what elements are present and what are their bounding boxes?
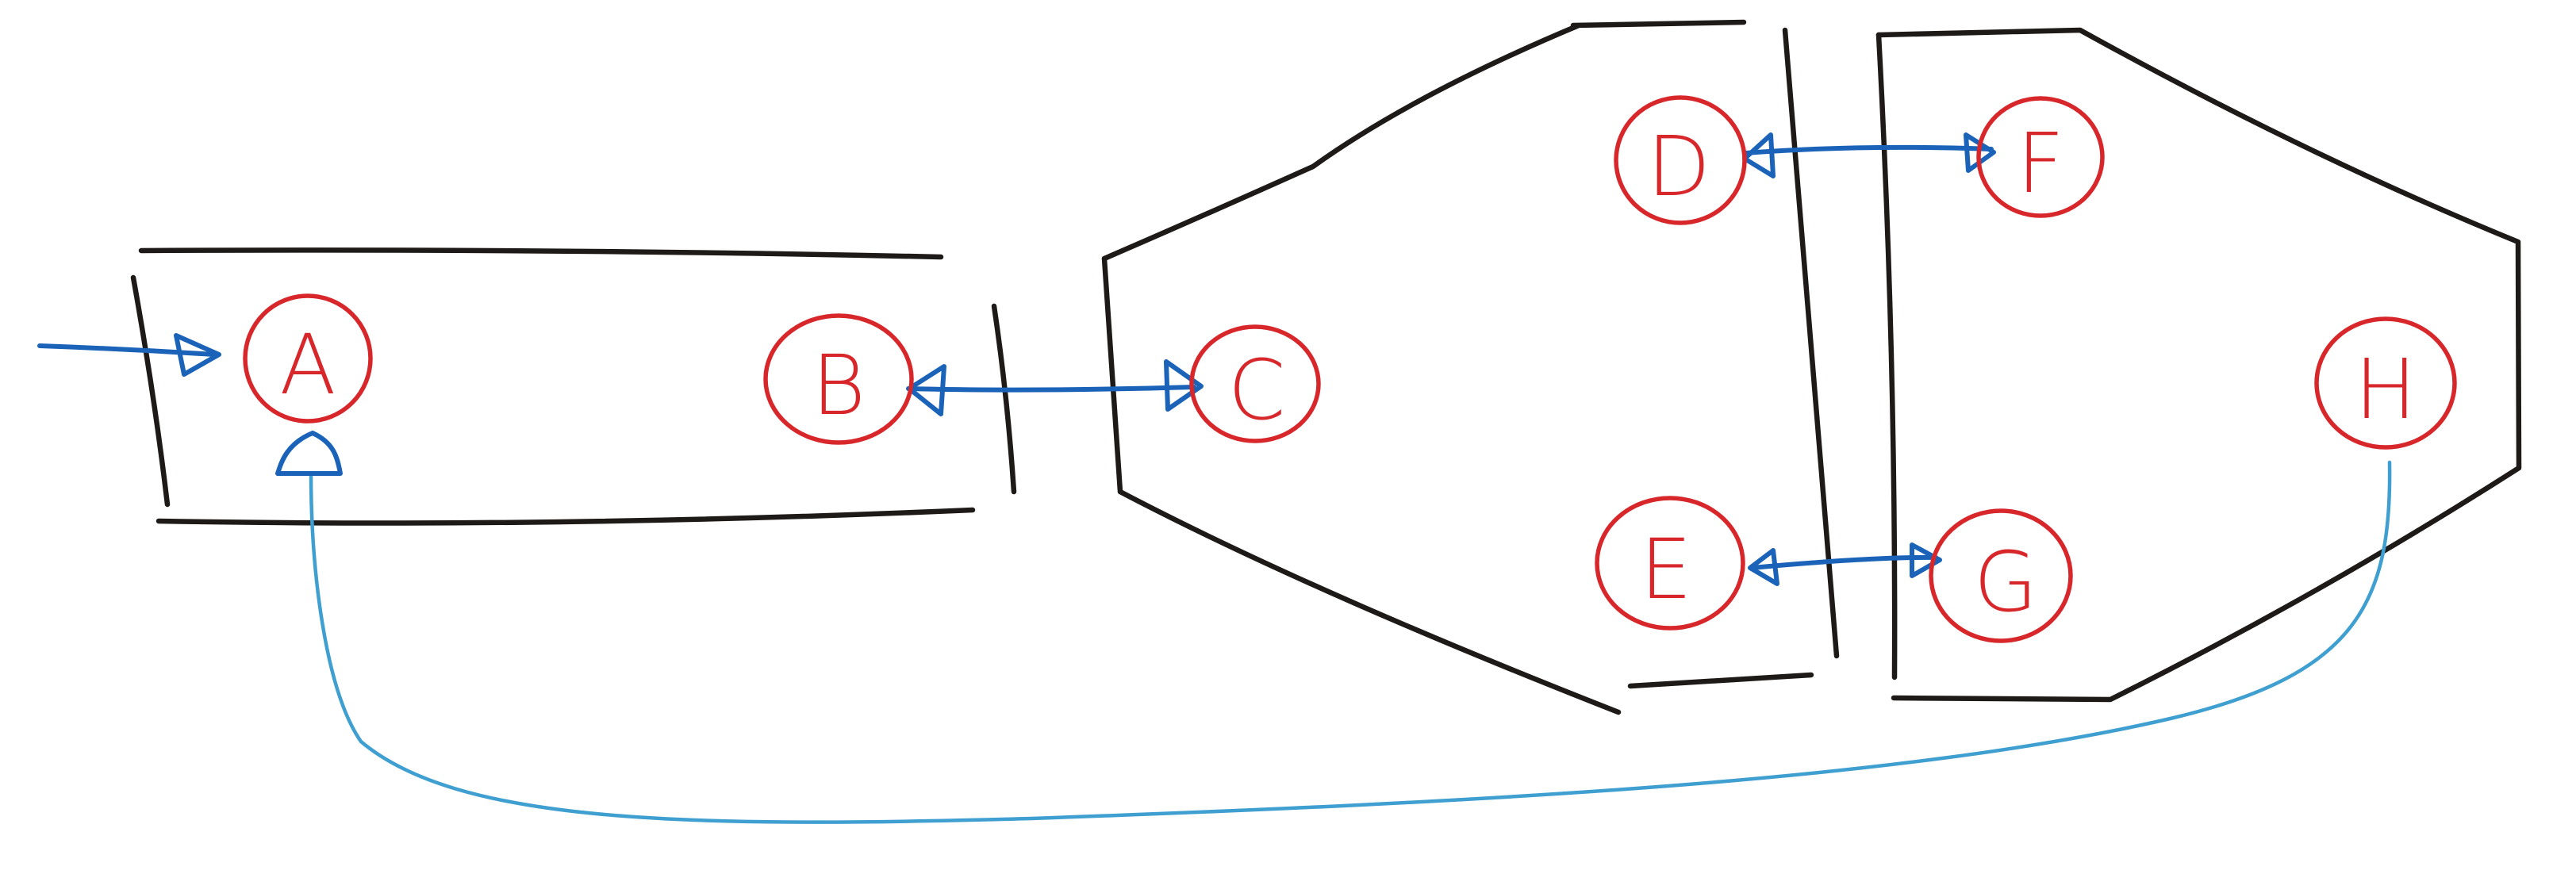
- node-g-label: G: [1974, 534, 2038, 631]
- link-e-g-arrowhead-e-icon: [1748, 548, 1779, 586]
- node-a-circle: [243, 293, 373, 424]
- node-f-label: F: [2017, 115, 2064, 212]
- node-a-label: A: [279, 316, 336, 413]
- node-e-label: E: [1640, 521, 1692, 618]
- entry-arrowhead-icon: [174, 333, 221, 377]
- link-b-c-arrowhead-c-icon: [1164, 359, 1204, 412]
- node-h[interactable]: H: [2314, 316, 2457, 450]
- node-f-circle: [1976, 96, 2105, 218]
- node-h-label: H: [2355, 341, 2417, 438]
- node-d-label: D: [1647, 118, 1710, 215]
- node-c[interactable]: C: [1189, 324, 1321, 443]
- node-a[interactable]: A: [243, 293, 373, 424]
- link-h-a: [309, 460, 2392, 824]
- node-d[interactable]: D: [1614, 95, 1747, 225]
- container-hex-right: [1875, 27, 2522, 703]
- node-e-circle: [1595, 496, 1745, 631]
- link-b-c-arrowhead-b-icon: [907, 364, 946, 416]
- hex-left-outline: [1101, 19, 1747, 715]
- nodes: A B C D E F G H: [243, 95, 2457, 643]
- container-box-ab: [130, 247, 1017, 526]
- hex-right-divider: [1875, 32, 1898, 680]
- node-g-circle: [1929, 508, 2073, 643]
- hex-right-outline: [1875, 27, 2522, 703]
- node-f[interactable]: F: [1976, 96, 2105, 218]
- node-h-circle: [2314, 316, 2457, 450]
- link-d-f: [1743, 144, 1994, 155]
- hex-left-bottom-edge: [1627, 672, 1814, 689]
- node-g[interactable]: G: [1929, 508, 2073, 643]
- node-e[interactable]: E: [1595, 496, 1745, 631]
- box-ab-right-edge: [991, 303, 1017, 495]
- node-b[interactable]: B: [763, 313, 914, 445]
- node-b-circle: [763, 313, 914, 445]
- link-h-a-arrowhead-icon: [275, 431, 343, 476]
- link-b-c: [906, 385, 1196, 393]
- entry-arrow-line: [37, 343, 217, 357]
- node-c-circle: [1189, 324, 1321, 443]
- hex-left-divider: [1782, 27, 1840, 659]
- box-ab-left-edge: [130, 274, 171, 508]
- link-e-g-arrowhead-g-icon: [1910, 542, 1942, 578]
- link-d-f-arrowhead-d-icon: [1742, 132, 1776, 178]
- link-e-g: [1749, 554, 1938, 570]
- connections: [37, 132, 2392, 824]
- node-c-label: C: [1228, 342, 1286, 439]
- box-ab-top-edge: [138, 247, 944, 260]
- node-d-circle: [1614, 95, 1747, 225]
- container-hex-left: [1101, 19, 1840, 715]
- node-b-label: B: [812, 337, 866, 434]
- box-ab-bottom-edge: [155, 507, 976, 526]
